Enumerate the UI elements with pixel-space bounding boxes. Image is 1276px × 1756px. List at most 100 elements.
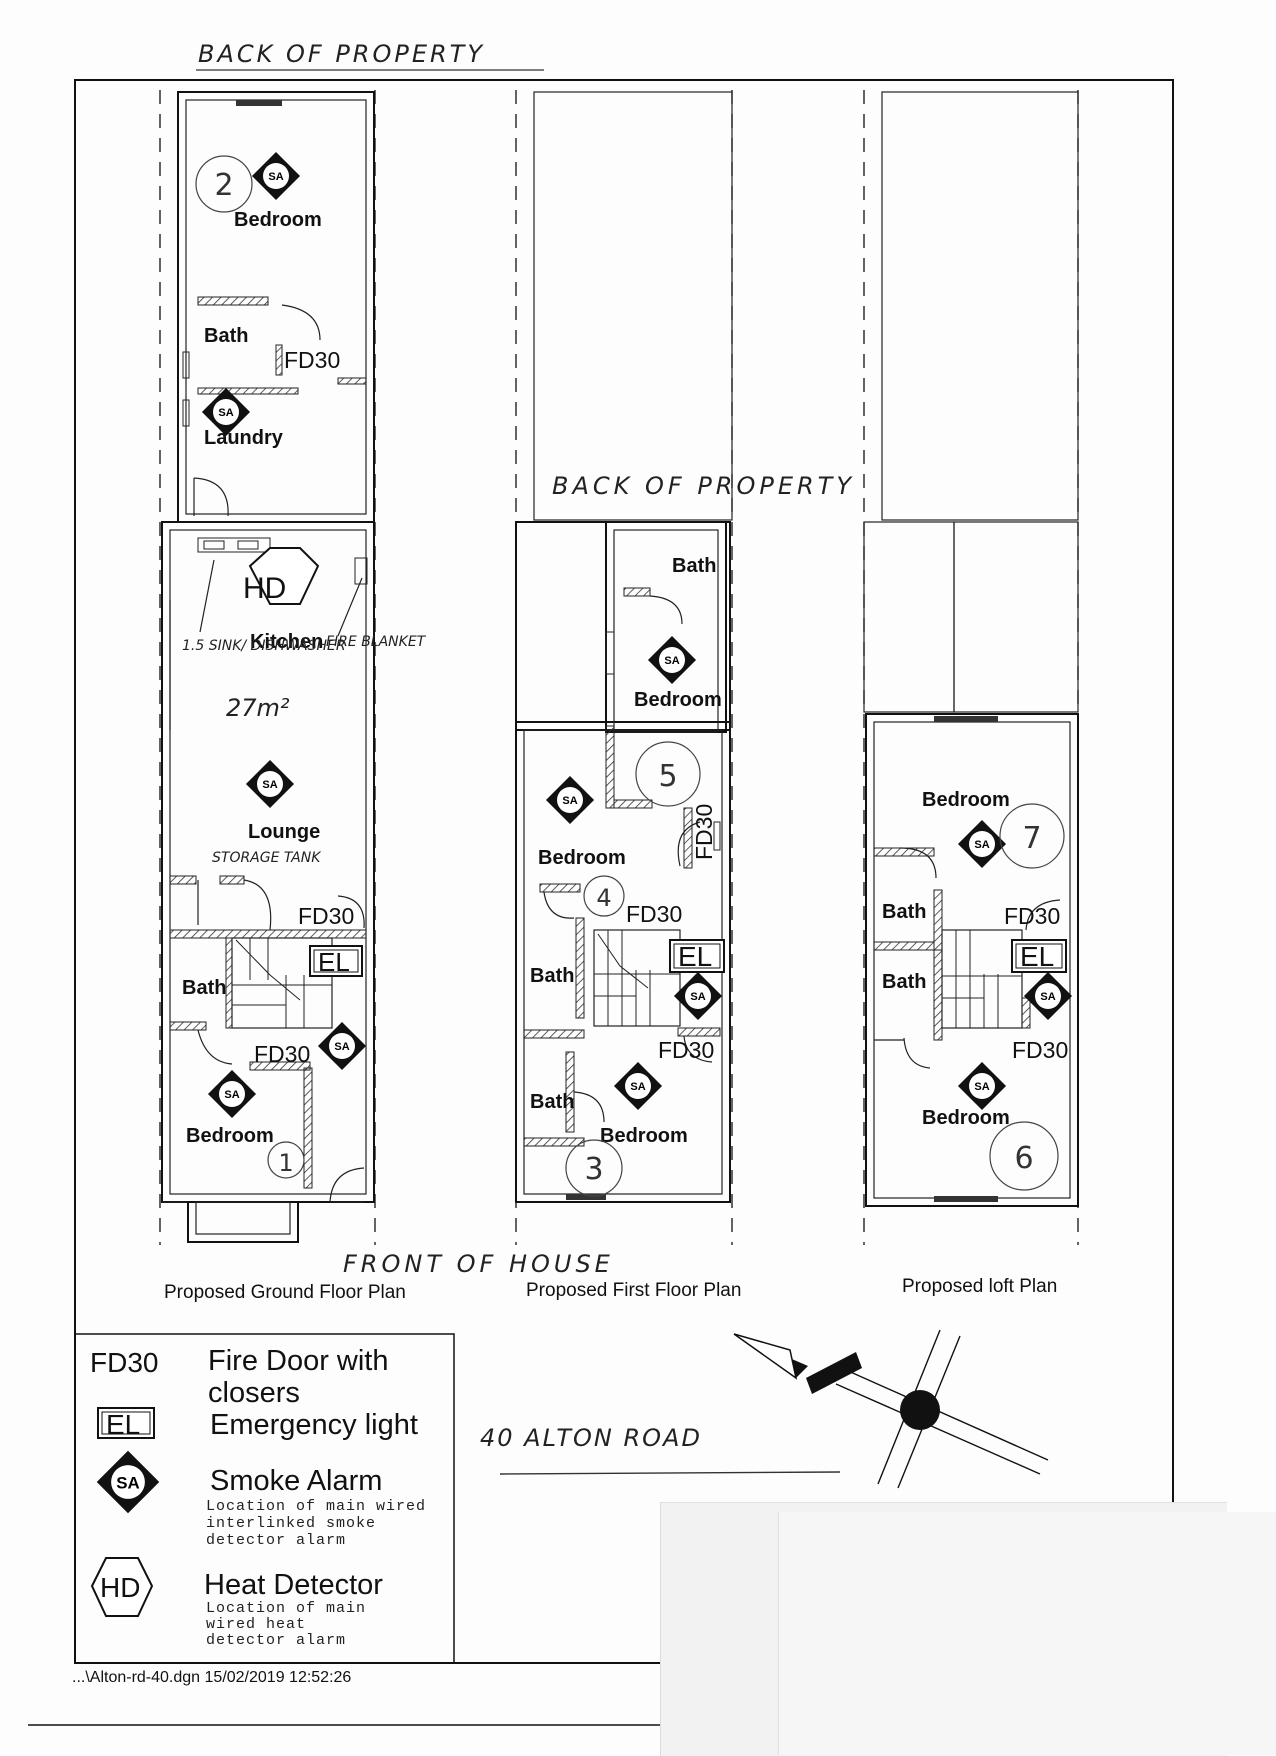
page-border — [74, 79, 1174, 1664]
ff-bedroom-back-label: Bedroom — [634, 689, 722, 711]
svg-text:3: 3 — [584, 1152, 603, 1187]
svg-text:1: 1 — [278, 1149, 293, 1177]
loft-bedroom-back-label: Bedroom — [922, 789, 1010, 811]
legend-fd30-title-1: Fire Door with — [208, 1345, 389, 1377]
svg-text:SA: SA — [664, 655, 679, 667]
ff-bath-front-label: Bath — [530, 1091, 574, 1113]
room-number-5: 5 — [635, 741, 701, 807]
loft-bedroom-front-label: Bedroom — [922, 1107, 1010, 1129]
gf-fd30-lounge: FD30 — [298, 903, 354, 929]
address: 40 ALTON ROAD — [480, 1424, 702, 1452]
gf-heat-detector: HD — [243, 547, 320, 605]
legend-hd-icon: HD — [90, 1557, 154, 1617]
legend-sa-icon: SA — [96, 1450, 160, 1514]
svg-text:SA: SA — [218, 407, 233, 419]
svg-text:SA: SA — [116, 1474, 139, 1493]
loft-bath-2-label: Bath — [882, 971, 926, 993]
legend-hd-title: Heat Detector — [204, 1569, 383, 1601]
legend: FD30 Fire Door with closers EL Emergency… — [74, 1333, 455, 1664]
sa-gf-laundry: SA — [201, 387, 251, 437]
gf-el-label: EL — [318, 947, 350, 977]
legend-sa-sub-3: detector alarm — [206, 1532, 346, 1549]
gf-bath-back-label: Bath — [204, 325, 248, 347]
legend-hd-sub-3: detector alarm — [206, 1632, 346, 1649]
sa-gf-bedroom-front: SA — [207, 1069, 257, 1119]
sa-ff-bedroom-front: SA — [613, 1061, 663, 1111]
ff-fd30-vertical: FD30 — [691, 804, 717, 860]
gf-lounge-label: Lounge — [248, 821, 320, 843]
legend-el-box — [97, 1407, 155, 1439]
address-underline — [499, 1471, 841, 1475]
svg-text:SA: SA — [630, 1081, 645, 1093]
sa-gf-bedroom-back: SA — [251, 151, 301, 201]
gf-fd30-bedroom: FD30 — [254, 1041, 310, 1067]
smoke-alarms: SA SA SA SA SA SA SA SA SA SA SA SA — [201, 151, 1073, 1119]
legend-hd-sub-1: Location of main — [206, 1600, 366, 1617]
ff-bedroom-mid-label: Bedroom — [538, 847, 626, 869]
room-number-4: 4 — [583, 875, 625, 917]
gf-storage-tank-note: STORAGE TANK — [212, 850, 322, 866]
caption-first: Proposed First Floor Plan — [526, 1280, 741, 1301]
room-number-1: 1 — [267, 1141, 305, 1179]
legend-el-title: Emergency light — [210, 1409, 418, 1441]
gf-laundry-label: Laundry — [204, 427, 284, 449]
svg-text:4: 4 — [596, 884, 611, 912]
svg-text:SA: SA — [562, 795, 577, 807]
ff-bath-back-label: Bath — [672, 555, 716, 577]
ff-emergency-light: EL — [669, 939, 725, 973]
sa-loft-bedroom-front: SA — [957, 1061, 1007, 1111]
svg-text:7: 7 — [1022, 821, 1041, 856]
room-number-3: 3 — [565, 1139, 623, 1197]
gf-bedroom-front-label: Bedroom — [186, 1125, 274, 1147]
gf-bedroom-back-label: Bedroom — [234, 209, 322, 231]
legend-fd30-title-2: closers — [208, 1377, 300, 1409]
legend-hd-abbr: HD — [100, 1572, 140, 1603]
loft-emergency-light: EL — [1011, 939, 1067, 973]
loft-fd30-landing: FD30 — [1004, 903, 1060, 929]
sa-loft-bedroom-back: SA — [957, 819, 1007, 869]
svg-text:SA: SA — [1040, 991, 1055, 1003]
svg-text:SA: SA — [224, 1089, 239, 1101]
loft-el-label: EL — [1020, 941, 1054, 972]
legend-sa-sub-1: Location of main wired — [206, 1498, 426, 1515]
room-number-7: 7 — [999, 803, 1065, 869]
gf-emergency-light: EL — [309, 945, 363, 977]
file-footer: ...\Alton-rd-40.dgn 15/02/2019 12:52:26 — [72, 1669, 351, 1686]
caption-loft: Proposed loft Plan — [902, 1276, 1057, 1297]
loft-fd30-front: FD30 — [1012, 1037, 1068, 1063]
legend-fd30-abbr: FD30 — [90, 1347, 158, 1378]
legend-sa-sub-2: interlinked smoke — [206, 1515, 376, 1532]
gf-fire-blanket-note: FIRE BLANKET — [326, 634, 427, 650]
gf-kitchen-label: Kitchen — [250, 631, 323, 653]
ff-bath-mid-label: Bath — [530, 965, 574, 987]
sa-ff-bedroom-mid: SA — [545, 775, 595, 825]
caption-ground: Proposed Ground Floor Plan — [164, 1282, 406, 1303]
svg-text:2: 2 — [214, 168, 233, 203]
sa-ff-bedroom-back: SA — [647, 635, 697, 685]
paper-overlay-inner — [778, 1512, 1276, 1755]
gf-bath-front-label: Bath — [182, 977, 226, 999]
back-of-property-top: BACK OF PROPERTY — [198, 40, 485, 68]
ff-fd30-landing: FD30 — [626, 901, 682, 927]
front-of-house: FRONT OF HOUSE — [343, 1250, 614, 1278]
gf-hd-label: HD — [243, 572, 286, 605]
back-of-property-mid: BACK OF PROPERTY — [552, 472, 855, 500]
loft-plan: Bedroom Bath Bath Bedroom FD30 FD30 EL — [863, 90, 1079, 1245]
ground-floor-plan: Bedroom Bath Laundry Kitchen Lounge Bath… — [159, 90, 427, 1245]
sa-gf-lounge: SA — [245, 759, 295, 809]
room-number-2: 2 — [195, 155, 253, 213]
gf-area-note: 27m² — [226, 694, 290, 722]
legend-el-abbr: EL — [106, 1409, 140, 1440]
svg-text:SA: SA — [268, 171, 283, 183]
svg-text:SA: SA — [262, 779, 277, 791]
loft-bath-1-label: Bath — [882, 901, 926, 923]
svg-text:SA: SA — [974, 1081, 989, 1093]
north-arrow-icon — [733, 1329, 1049, 1489]
legend-hd-sub-2: wired heat — [206, 1616, 306, 1633]
ff-bedroom-front-label: Bedroom — [600, 1125, 688, 1147]
svg-text:SA: SA — [690, 991, 705, 1003]
svg-text:SA: SA — [334, 1041, 349, 1053]
gf-fd30-bath-back: FD30 — [284, 347, 340, 373]
svg-text:6: 6 — [1014, 1141, 1033, 1176]
